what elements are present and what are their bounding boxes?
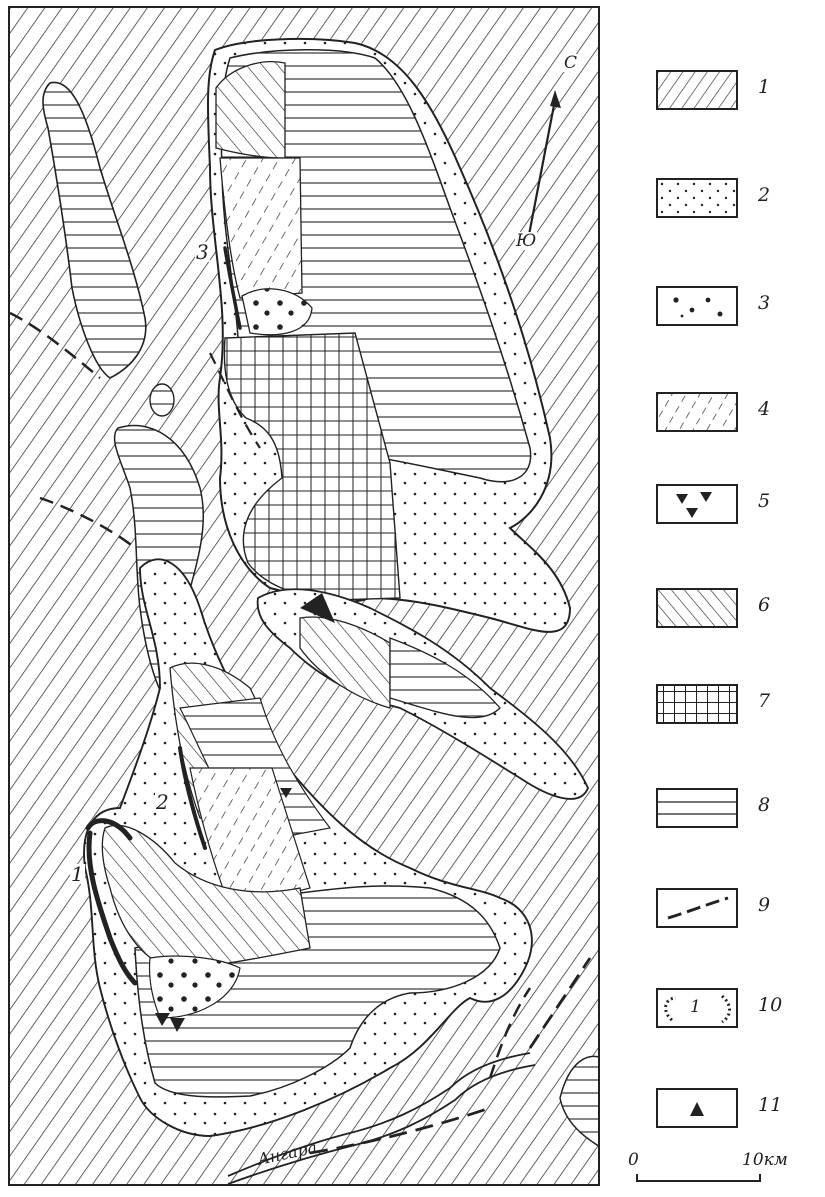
legend-number: 5 xyxy=(758,490,771,512)
scale-max-label: 10км xyxy=(742,1150,788,1170)
legend-swatch-sparse-dots xyxy=(656,178,738,218)
zone-label-1: 1 xyxy=(70,862,85,886)
map-legend: 1 2 3 4 5 6 7 xyxy=(640,70,820,1130)
legend-item-4: 4 xyxy=(640,392,815,452)
compass-south-label: Ю xyxy=(515,231,538,251)
scale-line xyxy=(636,1180,761,1182)
legend-swatch-grid xyxy=(656,684,738,724)
map-drawing xyxy=(10,8,598,1184)
scale-tick-end xyxy=(759,1174,761,1182)
legend-item-1: 1 xyxy=(640,70,815,130)
geologic-map: 3 2 1 Ангара С Ю xyxy=(8,6,600,1186)
legend-swatch-horizontal-lines xyxy=(656,788,738,828)
zone-label-2: 2 xyxy=(155,790,170,814)
legend-swatch-triangles xyxy=(656,484,738,524)
legend-swatch-dotted-boundary: 1 xyxy=(656,988,738,1028)
legend-item-3: 3 xyxy=(640,286,815,346)
legend-item-2: 2 xyxy=(640,178,815,238)
scale-bar: 0 10км xyxy=(620,1150,820,1195)
legend-number: 1 xyxy=(758,76,771,98)
legend-number: 9 xyxy=(758,894,771,916)
legend-swatch-fault-line xyxy=(656,888,738,928)
legend-swatch-coarse-dots xyxy=(656,286,738,326)
legend-inline-label: 1 xyxy=(690,997,701,1017)
legend-number: 10 xyxy=(758,994,783,1016)
legend-item-8: 8 xyxy=(640,788,815,848)
legend-item-6: 6 xyxy=(640,588,815,648)
legend-item-10: 1 10 xyxy=(640,988,815,1048)
legend-item-7: 7 xyxy=(640,684,815,744)
legend-number: 3 xyxy=(758,292,771,314)
legend-number: 8 xyxy=(758,794,771,816)
legend-swatch-back-hatch xyxy=(656,588,738,628)
legend-number: 6 xyxy=(758,594,771,616)
zone-label-3: 3 xyxy=(195,240,210,264)
legend-number: 2 xyxy=(758,184,771,206)
scale-tick-start xyxy=(636,1174,638,1182)
legend-item-5: 5 xyxy=(640,484,815,544)
scale-min-label: 0 xyxy=(628,1150,639,1170)
legend-number: 7 xyxy=(758,690,771,712)
legend-item-9: 9 xyxy=(640,888,815,948)
compass-north-label: С xyxy=(563,53,579,73)
legend-item-11: 11 xyxy=(640,1088,815,1148)
legend-number: 11 xyxy=(758,1094,783,1116)
legend-number: 4 xyxy=(758,398,771,420)
legend-swatch-filled-triangle xyxy=(656,1088,738,1128)
legend-swatch-fine-hatch xyxy=(656,70,738,110)
legend-swatch-dashed-hatch xyxy=(656,392,738,432)
